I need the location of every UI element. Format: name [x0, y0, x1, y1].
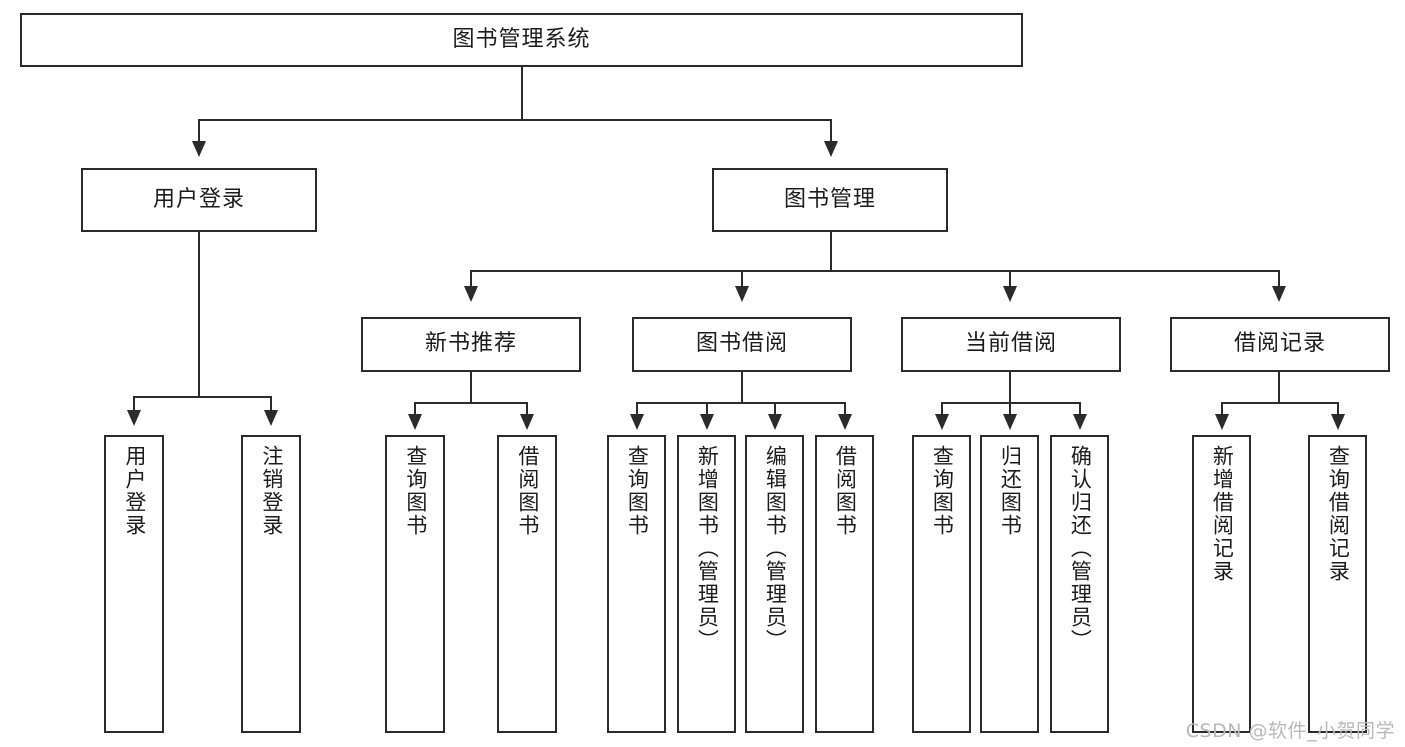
leaf-new-book-borrow-books[interactable]: 借阅图书 — [497, 435, 557, 733]
leaf-label: 编辑图书（管理员） — [763, 445, 788, 652]
arrowhead-leaf-user-login-1 — [127, 410, 141, 426]
arrowhead-leaf-user-login-2 — [264, 410, 278, 426]
node-label: 借阅记录 — [1233, 331, 1326, 357]
leaf-book-borrow-borrow-books[interactable]: 借阅图书 — [815, 435, 874, 733]
leaf-book-borrow-add-book-admin[interactable]: 新增图书（管理员） — [677, 435, 736, 733]
arrowhead-leaf-borrow-record-1 — [1215, 414, 1229, 430]
leaf-label: 查询图书 — [930, 445, 955, 537]
leaf-borrow-record-query-record[interactable]: 查询借阅记录 — [1308, 435, 1367, 733]
arrowhead-leaf-new-book-1 — [408, 414, 422, 430]
node-book-borrow[interactable]: 图书借阅 — [632, 317, 852, 372]
arrowhead-current-borrow — [1003, 286, 1017, 302]
connector-new-book-stem — [470, 372, 472, 402]
leaf-label: 用户登录 — [122, 445, 147, 537]
connector-level3-drop-2 — [741, 270, 743, 288]
arrowhead-leaf-book-borrow-1 — [630, 414, 644, 430]
node-root-book-management-system[interactable]: 图书管理系统 — [20, 13, 1023, 67]
connector-level3-drop-3 — [1009, 270, 1011, 288]
connector-new-book-drop-1 — [414, 402, 416, 416]
connector-borrow-record-stem — [1278, 372, 1280, 402]
arrowhead-leaf-new-book-2 — [520, 414, 534, 430]
connector-user-login-bus — [133, 396, 270, 398]
connector-book-borrow-stem — [741, 372, 743, 402]
watermark-text: CSDN @软件_小贺同学 — [1185, 720, 1395, 742]
leaf-label: 借阅图书 — [833, 445, 858, 537]
node-label: 新书推荐 — [424, 331, 517, 357]
leaf-user-login-login[interactable]: 用户登录 — [104, 435, 164, 733]
connector-book-borrow-drop-2 — [706, 402, 708, 416]
connector-level2-drop-2 — [830, 119, 832, 143]
leaf-borrow-record-add-record[interactable]: 新增借阅记录 — [1192, 435, 1251, 733]
connector-new-book-bus — [414, 402, 526, 404]
leaf-label: 新增借阅记录 — [1210, 445, 1235, 583]
connector-borrow-record-drop-2 — [1337, 402, 1339, 416]
connector-book-borrow-bus — [636, 402, 844, 404]
leaf-user-login-logout[interactable]: 注销登录 — [241, 435, 301, 733]
leaf-book-borrow-edit-book-admin[interactable]: 编辑图书（管理员） — [745, 435, 804, 733]
arrowhead-leaf-current-borrow-1 — [935, 414, 949, 430]
node-borrow-record[interactable]: 借阅记录 — [1170, 317, 1390, 372]
node-label: 图书借阅 — [695, 331, 788, 357]
arrowhead-leaf-borrow-record-2 — [1331, 414, 1345, 430]
leaf-label: 借阅图书 — [515, 445, 540, 537]
leaf-label: 新增图书（管理员） — [695, 445, 720, 652]
arrowhead-book-management — [824, 141, 838, 157]
connector-book-borrow-drop-4 — [844, 402, 846, 416]
connector-user-login-drop-1 — [133, 396, 135, 412]
arrowhead-book-borrow — [735, 286, 749, 302]
leaf-label: 确认归还（管理员） — [1068, 445, 1093, 652]
connector-book-management-stem — [830, 232, 832, 270]
arrowhead-borrow-record — [1272, 286, 1286, 302]
connector-borrow-record-bus — [1221, 402, 1337, 404]
connector-borrow-record-drop-1 — [1221, 402, 1223, 416]
node-label: 图书管理 — [783, 186, 876, 212]
leaf-current-borrow-confirm-return-admin[interactable]: 确认归还（管理员） — [1050, 435, 1109, 733]
arrowhead-leaf-current-borrow-3 — [1073, 414, 1087, 430]
connector-root-stem — [521, 67, 523, 119]
arrowhead-new-book-recommend — [464, 286, 478, 302]
connector-level2-drop-1 — [198, 119, 200, 143]
connector-level3-drop-1 — [470, 270, 472, 288]
connector-new-book-drop-2 — [526, 402, 528, 416]
connector-level2-bus — [198, 119, 832, 121]
leaf-label: 查询借阅记录 — [1326, 445, 1351, 583]
node-label: 当前借阅 — [964, 331, 1057, 357]
node-current-borrow[interactable]: 当前借阅 — [901, 317, 1121, 372]
arrowhead-leaf-current-borrow-2 — [1003, 414, 1017, 430]
leaf-label: 归还图书 — [998, 445, 1023, 537]
connector-current-borrow-stem — [1009, 372, 1011, 402]
leaf-label: 查询图书 — [403, 445, 428, 537]
node-user-login[interactable]: 用户登录 — [81, 168, 317, 232]
arrowhead-leaf-book-borrow-3 — [768, 414, 782, 430]
leaf-new-book-query-books[interactable]: 查询图书 — [385, 435, 445, 733]
leaf-book-borrow-query-books[interactable]: 查询图书 — [607, 435, 666, 733]
leaf-label: 注销登录 — [259, 445, 284, 537]
arrowhead-leaf-book-borrow-2 — [700, 414, 714, 430]
connector-current-borrow-drop-1 — [941, 402, 943, 416]
leaf-current-borrow-return-books[interactable]: 归还图书 — [980, 435, 1039, 733]
connector-level3-drop-4 — [1278, 270, 1280, 288]
connector-current-borrow-drop-3 — [1079, 402, 1081, 416]
node-book-management[interactable]: 图书管理 — [712, 168, 948, 232]
connector-level3-bus — [470, 270, 1278, 272]
connector-user-login-stem — [198, 232, 200, 396]
connector-book-borrow-drop-3 — [774, 402, 776, 416]
node-label: 用户登录 — [152, 186, 245, 212]
connector-book-borrow-drop-1 — [636, 402, 638, 416]
arrowhead-user-login — [192, 141, 206, 157]
connector-current-borrow-drop-2 — [1009, 402, 1011, 416]
connector-user-login-drop-2 — [270, 396, 272, 412]
node-label: 图书管理系统 — [452, 26, 591, 52]
leaf-current-borrow-query-books[interactable]: 查询图书 — [912, 435, 971, 733]
arrowhead-leaf-book-borrow-4 — [838, 414, 852, 430]
leaf-label: 查询图书 — [625, 445, 650, 537]
node-new-book-recommend[interactable]: 新书推荐 — [361, 317, 581, 372]
